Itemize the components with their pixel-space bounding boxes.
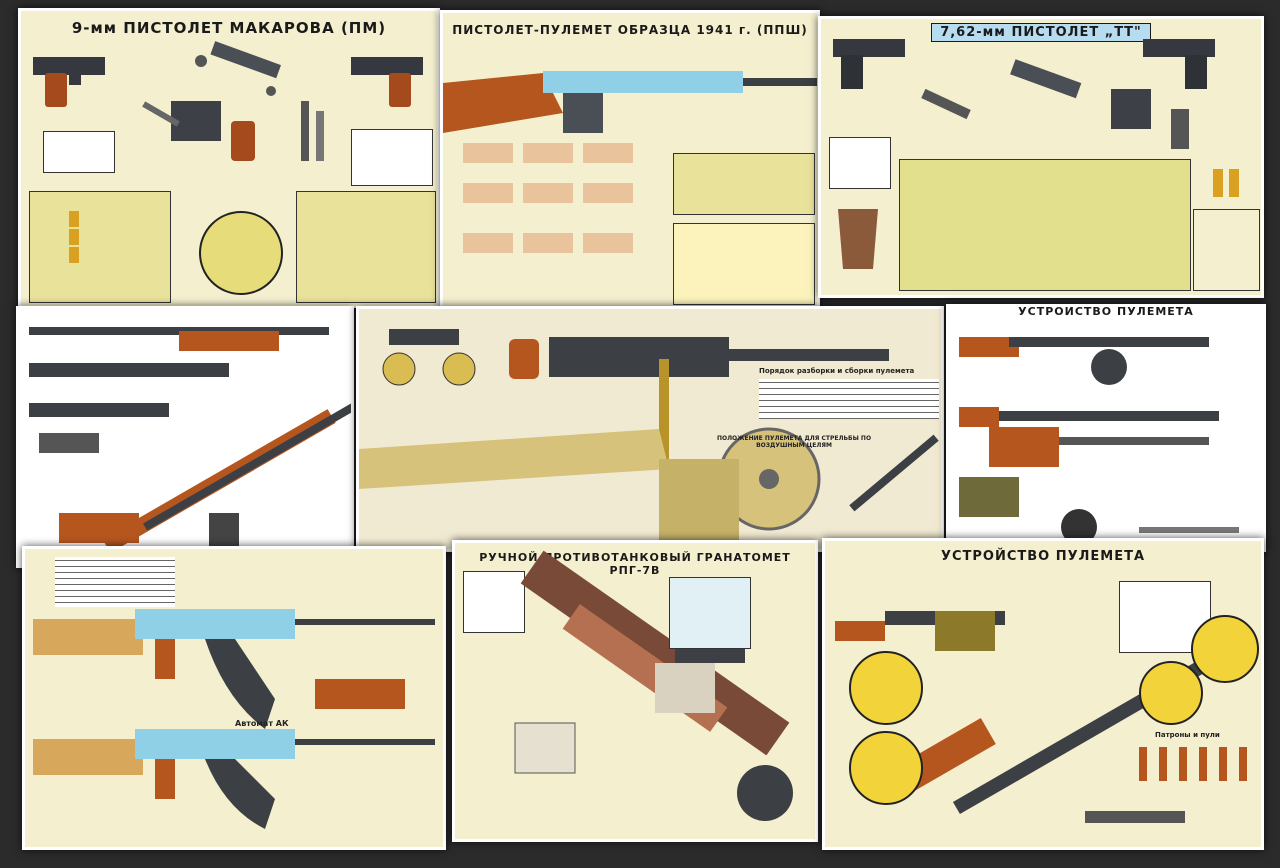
poster-ak: Автомат АК	[22, 546, 446, 850]
detail-circle	[199, 211, 283, 295]
cartridge-icon	[1139, 747, 1247, 781]
light-machine-gun-diagram	[959, 337, 1239, 545]
poster-title: УСТРОЙСТВО ПУЛЕМЕТА	[940, 549, 1146, 564]
poster-ppsh: ПИСТОЛЕТ-ПУЛЕМЕТ ОБРАЗЦА 1941 г. (ППШ)	[440, 10, 820, 310]
poster-svd	[16, 306, 354, 568]
poster-pk: УСТРОЙСТВО ПУЛЕМЕТА Патроны и пули	[822, 538, 1264, 850]
detail-circle	[1191, 615, 1259, 683]
cutaway-diagram	[296, 191, 436, 303]
cartridge-icon	[1213, 169, 1239, 197]
disassembly-order-caption: Порядок разборки и сборки пулемета	[759, 367, 915, 375]
exploded-parts-diagram	[142, 41, 324, 161]
parts-legend	[1193, 209, 1260, 291]
poster-rpg: РУЧНОЙ ПРОТИВОТАНКОВЫЙ ГРАНАТОМЕТ РПГ-7В	[452, 540, 818, 842]
pistol-side-view-icon	[351, 57, 423, 107]
poster-title: 9-мм ПИСТОЛЕТ МАКАРОВА (ПМ)	[71, 19, 387, 37]
cutaway-diagram	[29, 191, 171, 303]
pistol-side-view-icon	[1143, 39, 1215, 89]
pistol-side-view-icon	[833, 39, 905, 89]
air-position-caption: ПОЛОЖЕНИЕ ПУЛЕМЕТА ДЛЯ СТРЕЛЬБЫ ПО ВОЗДУ…	[716, 435, 872, 449]
ammo-caption: Патроны и пули	[1155, 731, 1220, 739]
cutaway-diagram	[899, 159, 1191, 291]
instructions-text	[55, 557, 175, 607]
cutaway-diagram	[673, 153, 815, 215]
characteristics-table	[43, 131, 115, 173]
parts-legend	[351, 129, 433, 186]
pistol-side-view-icon	[33, 57, 105, 107]
characteristics-table	[463, 571, 525, 633]
operation-steps-diagram	[463, 143, 633, 253]
detail-circle	[849, 731, 923, 805]
sniper-rifle-diagram	[29, 327, 351, 553]
detail-circle	[849, 651, 923, 725]
detail-circle	[1139, 661, 1203, 725]
instructions-text	[673, 223, 815, 305]
machine-gun-diagram	[359, 329, 939, 549]
poster-makarov: 9-мм ПИСТОЛЕТ МАКАРОВА (ПМ)	[18, 8, 440, 308]
submachine-gun-icon	[443, 71, 817, 133]
poster-rpd: УСТРОЙСТВО ПУЛЕМЕТА	[946, 304, 1266, 552]
poster-title: 7,62-мм ПИСТОЛЕТ „ТТ"	[821, 23, 1261, 42]
poster-maxim: Порядок разборки и сборки пулемета ПОЛОЖ…	[356, 306, 944, 552]
sight-diagram	[669, 577, 751, 649]
poster-title: ПИСТОЛЕТ-ПУЛЕМЕТ ОБРАЗЦА 1941 г. (ППШ)	[452, 23, 808, 37]
poster-tt: 7,62-мм ПИСТОЛЕТ „ТТ"	[818, 16, 1264, 298]
holster-icon	[838, 209, 878, 269]
characteristics-table	[829, 137, 891, 189]
grenade-launcher-diagram	[514, 550, 793, 821]
poster-title: УСТРОЙСТВО ПУЛЕМЕТА	[1018, 305, 1194, 318]
exploded-parts-diagram	[921, 59, 1189, 149]
instructions-text	[759, 379, 939, 419]
rifle-diagram	[33, 609, 435, 829]
rifle-caption: Автомат АК	[235, 719, 289, 728]
cartridge-icon	[69, 211, 79, 263]
